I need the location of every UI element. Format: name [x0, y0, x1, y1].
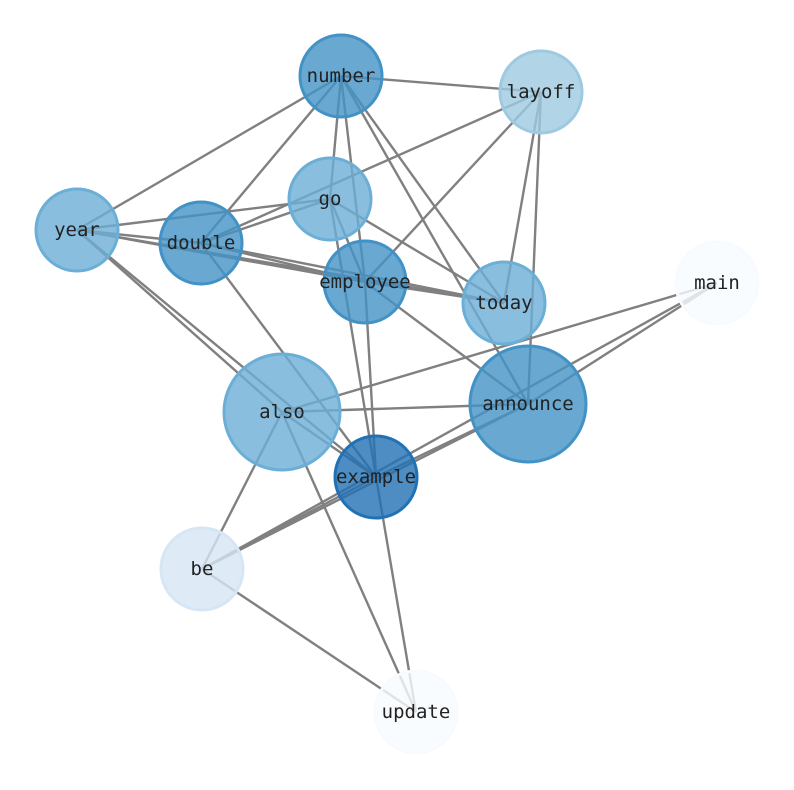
- node-main[interactable]: main: [674, 240, 760, 326]
- edge-number-year: [76, 74, 342, 232]
- node-label: also: [259, 401, 305, 423]
- node-year[interactable]: year: [34, 187, 120, 273]
- node-go[interactable]: go: [287, 156, 373, 242]
- edge-year-today: [76, 228, 505, 305]
- node-label: go: [319, 188, 342, 210]
- node-circle: [287, 156, 373, 242]
- node-circle: [468, 344, 588, 464]
- edge-number-today: [340, 75, 505, 304]
- edge-layoff-employee: [364, 91, 542, 283]
- node-label: announce: [482, 393, 574, 415]
- node-label: main: [694, 272, 740, 294]
- node-be[interactable]: be: [159, 526, 245, 612]
- node-label: update: [382, 701, 451, 723]
- edge-also-main: [281, 281, 718, 414]
- node-label: year: [54, 219, 100, 241]
- node-today[interactable]: today: [461, 260, 547, 346]
- node-circle: [298, 33, 384, 119]
- node-also[interactable]: also: [222, 352, 342, 472]
- node-circle: [461, 260, 547, 346]
- node-example[interactable]: example: [333, 434, 419, 520]
- edge-main-be: [201, 281, 718, 571]
- node-label: employee: [319, 271, 411, 293]
- node-circle: [159, 526, 245, 612]
- edge-be-update: [201, 568, 417, 713]
- node-circle: [373, 669, 459, 755]
- node-circle: [322, 239, 408, 325]
- node-label: double: [167, 232, 236, 254]
- node-layoff[interactable]: layoff: [498, 49, 584, 135]
- node-announce[interactable]: announce: [468, 344, 588, 464]
- node-circle: [222, 352, 342, 472]
- node-label: number: [307, 65, 376, 87]
- node-label: be: [191, 558, 214, 580]
- node-circle: [34, 187, 120, 273]
- node-circle: [674, 240, 760, 326]
- node-label: layoff: [507, 81, 576, 103]
- node-circle: [158, 200, 244, 286]
- node-label: example: [336, 466, 416, 488]
- node-double[interactable]: double: [158, 200, 244, 286]
- node-label: today: [475, 292, 532, 314]
- edge-layoff-double: [200, 90, 542, 245]
- node-number[interactable]: number: [298, 33, 384, 119]
- node-update[interactable]: update: [373, 669, 459, 755]
- node-circle: [498, 49, 584, 135]
- node-circle: [333, 434, 419, 520]
- node-employee[interactable]: employee: [319, 239, 411, 325]
- edge-go-example: [328, 198, 378, 478]
